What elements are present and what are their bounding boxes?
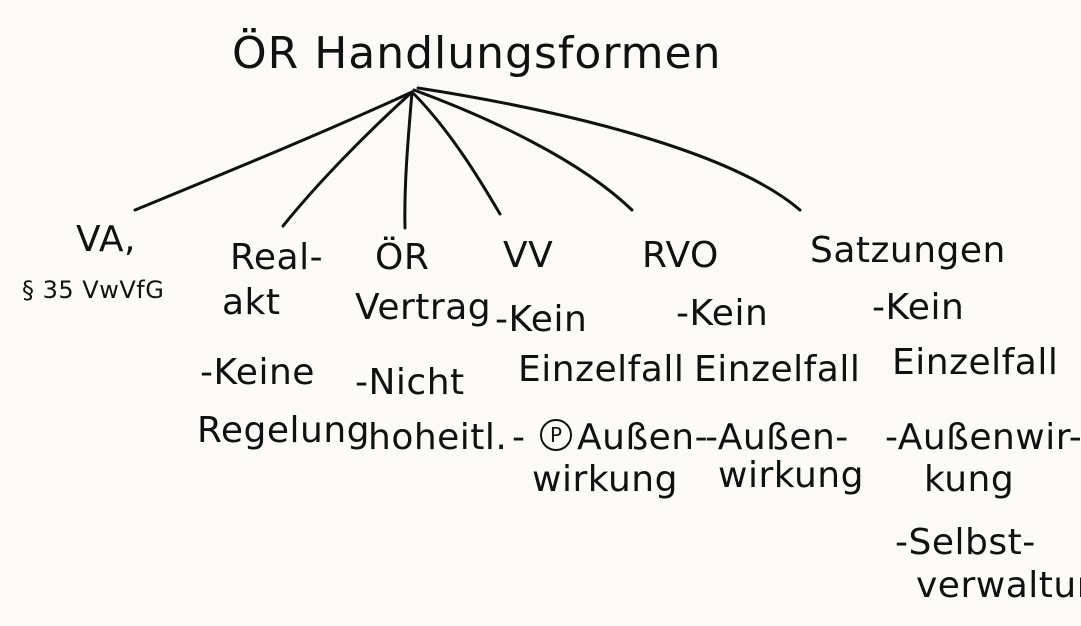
branch-satzungen-note-2: Einzelfall <box>892 342 1059 383</box>
connector-satzungen <box>416 86 802 212</box>
branch-or-vertrag-heading-2: Vertrag <box>355 287 492 328</box>
branch-vv-note-1: -Kein <box>495 299 588 340</box>
branch-va-heading: VA, <box>76 219 136 260</box>
connector-realakt <box>281 90 414 228</box>
branch-satzungen-note-1: -Kein <box>872 287 965 328</box>
branch-rvo-note-2: Einzelfall <box>694 349 861 390</box>
branch-rvo-note-4: wirkung <box>718 455 864 496</box>
branch-rvo-note-3: -Außen- <box>705 417 849 458</box>
branch-vv-note-2: Einzelfall <box>518 349 685 390</box>
branch-vv-note-3: Außen- <box>577 417 709 458</box>
branch-vv-dash: - <box>512 417 526 458</box>
branch-realakt-note-1: -Keine <box>200 352 315 393</box>
branch-satzungen-note-3: -Außenwir- <box>885 417 1081 458</box>
connector-vv <box>410 90 502 216</box>
connector-rvo <box>412 88 634 212</box>
branch-satzungen-note-4: kung <box>924 459 1015 500</box>
branch-or-vertrag-note-1: -Nicht <box>355 362 465 403</box>
connector-va <box>133 90 414 212</box>
branch-realakt-heading: Real- <box>230 237 324 278</box>
branch-or-vertrag-heading: ÖR <box>375 237 430 278</box>
connector-or-vertrag <box>403 90 414 230</box>
branch-rvo-heading: RVO <box>642 235 719 276</box>
branch-vv-heading: VV <box>503 235 554 276</box>
circled-p-marker: P <box>540 419 572 451</box>
branch-realakt-heading-2: akt <box>222 282 281 323</box>
branch-realakt-note-2: Regelung <box>197 410 371 451</box>
branch-vv-note-4: wirkung <box>532 459 678 500</box>
diagram-title: ÖR Handlungsformen <box>232 28 722 79</box>
branch-satzungen-note-5: -Selbst- <box>895 522 1036 563</box>
branch-va-subheading: § 35 VwVfG <box>22 276 165 304</box>
branch-satzungen-heading: Satzungen <box>810 230 1006 271</box>
branch-satzungen-note-6: verwaltung <box>916 565 1081 606</box>
branch-or-vertrag-note-2: hoheitl. <box>368 417 508 458</box>
branch-rvo-note-1: -Kein <box>676 293 769 334</box>
